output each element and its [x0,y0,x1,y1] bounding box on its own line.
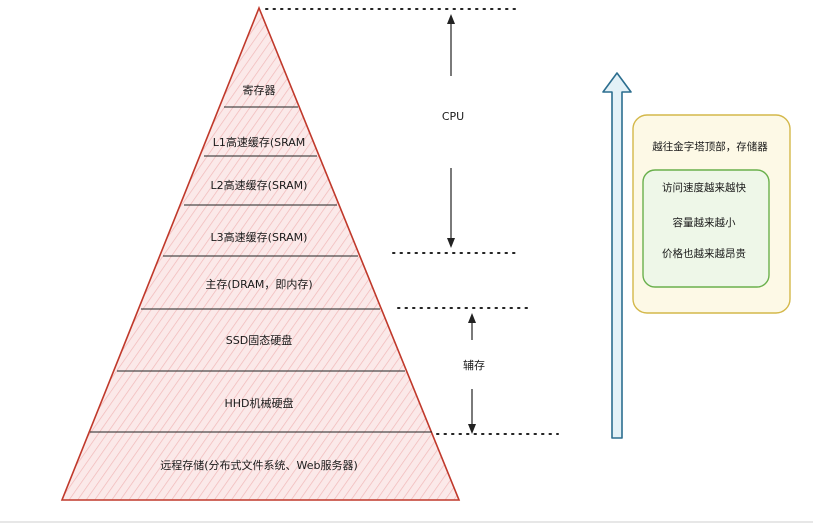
arrow-down-icon [447,238,455,248]
legend-item-capacity: 容量越来越小 [673,216,736,229]
pyramid: 寄存器 L1高速缓存(SRAM L2高速缓存(SRAM) L3高速缓存(SRAM… [60,5,461,501]
aux-storage-range [468,313,476,434]
arrow-up-icon [447,14,455,24]
legend-item-price: 价格也越来越昂贵 [662,247,746,260]
legend-item-speed: 访问速度越来越快 [662,181,746,194]
legend-heading: 越往金字塔顶部，存储器 [652,140,768,153]
cpu-label: CPU [442,110,464,123]
level-label-l3-cache: L3高速缓存(SRAM) [211,230,308,244]
level-label-register: 寄存器 [243,83,276,97]
level-label-hdd: HHD机械硬盘 [224,396,293,410]
legend-inner-box [642,169,770,288]
cpu-range [447,14,455,248]
guide-lines [265,8,559,435]
level-label-remote-storage: 远程存储(分布式文件系统、Web服务器) [160,458,358,472]
arrow-up-icon [602,72,632,439]
aux-storage-label: 辅存 [463,358,485,372]
level-label-l2-cache: L2高速缓存(SRAM) [211,178,308,192]
arrow-up-icon [468,313,476,323]
legend: 越往金字塔顶部，存储器 访问速度越来越快 容量越来越小 价格也越来越昂贵 [632,114,791,314]
level-label-ssd: SSD固态硬盘 [226,333,292,347]
arrow-down-icon [468,424,476,434]
level-label-l1-cache: L1高速缓存(SRAM [213,135,306,149]
level-label-main-memory: 主存(DRAM，即内存) [205,277,312,291]
trend-arrow [602,72,632,439]
pyramid-shape [60,5,461,501]
